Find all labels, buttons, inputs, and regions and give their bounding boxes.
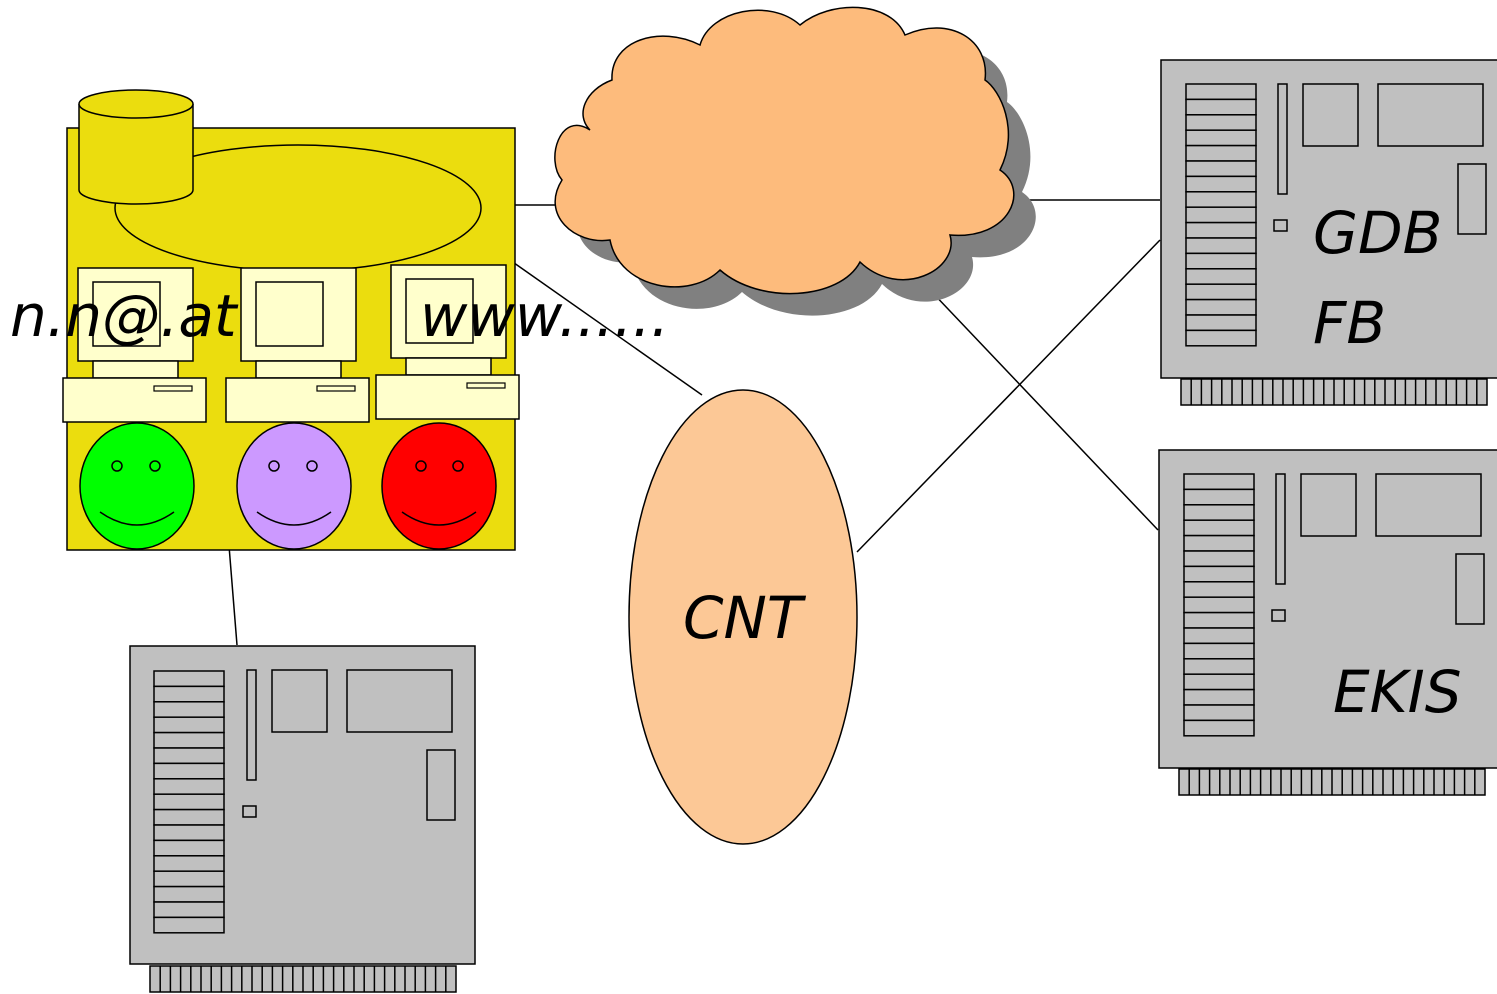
drive-bay bbox=[1183, 627, 1255, 645]
drive-bay bbox=[1185, 83, 1257, 101]
link-cloud-ekis bbox=[929, 289, 1159, 531]
workstation-3 bbox=[375, 264, 520, 420]
mail-server bbox=[129, 645, 476, 993]
drive-bay bbox=[1185, 175, 1257, 193]
drive-bay bbox=[153, 762, 225, 780]
drive-bay bbox=[153, 901, 225, 919]
gdb-fb-server bbox=[1160, 59, 1497, 406]
drive-bay bbox=[1183, 565, 1255, 583]
drive-bay bbox=[153, 716, 225, 734]
drive-bay bbox=[153, 793, 225, 811]
ekis-server bbox=[1158, 449, 1497, 796]
email-label: n.n@.at bbox=[10, 282, 239, 350]
drive-bay bbox=[153, 731, 225, 749]
ekis-label: EKIS bbox=[1333, 658, 1462, 726]
drive-bay bbox=[1183, 673, 1255, 691]
drive-bay bbox=[1185, 206, 1257, 224]
drive-bay bbox=[153, 870, 225, 888]
user-green-smiley-icon bbox=[79, 422, 195, 550]
drive-bay bbox=[1185, 283, 1257, 301]
database-icon bbox=[78, 89, 194, 205]
drive-bay bbox=[153, 808, 225, 826]
drive-bay bbox=[1183, 658, 1255, 675]
web-label: www...... bbox=[420, 282, 669, 350]
drive-bay bbox=[153, 701, 225, 718]
drive-bay bbox=[153, 855, 225, 872]
drive-bay bbox=[1183, 473, 1255, 491]
drive-bay bbox=[153, 916, 225, 934]
drive-bay bbox=[1183, 596, 1255, 614]
drive-bay bbox=[1183, 719, 1255, 737]
drive-bay bbox=[1185, 252, 1257, 270]
drive-bay bbox=[1185, 160, 1257, 178]
drive-bay bbox=[1183, 534, 1255, 552]
drive-bay bbox=[153, 670, 225, 688]
drive-bay bbox=[1183, 611, 1255, 629]
link-cnt-gdb bbox=[856, 239, 1161, 553]
drive-bay bbox=[1183, 704, 1255, 722]
drive-bay bbox=[1183, 504, 1255, 521]
drive-bay bbox=[153, 839, 225, 857]
drive-bay bbox=[1185, 221, 1257, 239]
cnt-node bbox=[628, 389, 858, 845]
workstation-1 bbox=[62, 267, 207, 423]
drive-bay bbox=[1185, 144, 1257, 162]
gdb-label: GDB bbox=[1313, 199, 1442, 267]
workstation-2 bbox=[225, 267, 370, 423]
drive-bay bbox=[1183, 581, 1255, 598]
drive-bay bbox=[1185, 268, 1257, 285]
drive-bay bbox=[1183, 688, 1255, 706]
drive-bay bbox=[1185, 298, 1257, 316]
drive-bay bbox=[153, 747, 225, 765]
fb-label: FB bbox=[1313, 289, 1386, 357]
drive-bay bbox=[1185, 191, 1257, 208]
drive-bay bbox=[1185, 98, 1257, 116]
user-red-smiley-icon bbox=[381, 422, 497, 550]
drive-bay bbox=[1185, 129, 1257, 147]
drive-bay bbox=[1183, 488, 1255, 506]
drive-bay bbox=[153, 824, 225, 842]
drive-bay bbox=[1183, 550, 1255, 568]
drive-bay bbox=[153, 685, 225, 703]
drive-bay bbox=[1185, 237, 1257, 255]
drive-bay bbox=[153, 885, 225, 903]
drive-bay bbox=[153, 778, 225, 795]
internet-cloud-icon bbox=[554, 6, 1036, 316]
lan-block bbox=[62, 89, 520, 551]
cnt-label: CNT bbox=[683, 584, 807, 652]
drive-bay bbox=[1185, 114, 1257, 131]
drive-bay bbox=[1183, 642, 1255, 660]
drive-bay bbox=[1183, 519, 1255, 537]
drive-bay bbox=[1185, 314, 1257, 332]
drive-bay bbox=[1185, 329, 1257, 347]
user-purple-smiley-icon bbox=[236, 422, 352, 550]
